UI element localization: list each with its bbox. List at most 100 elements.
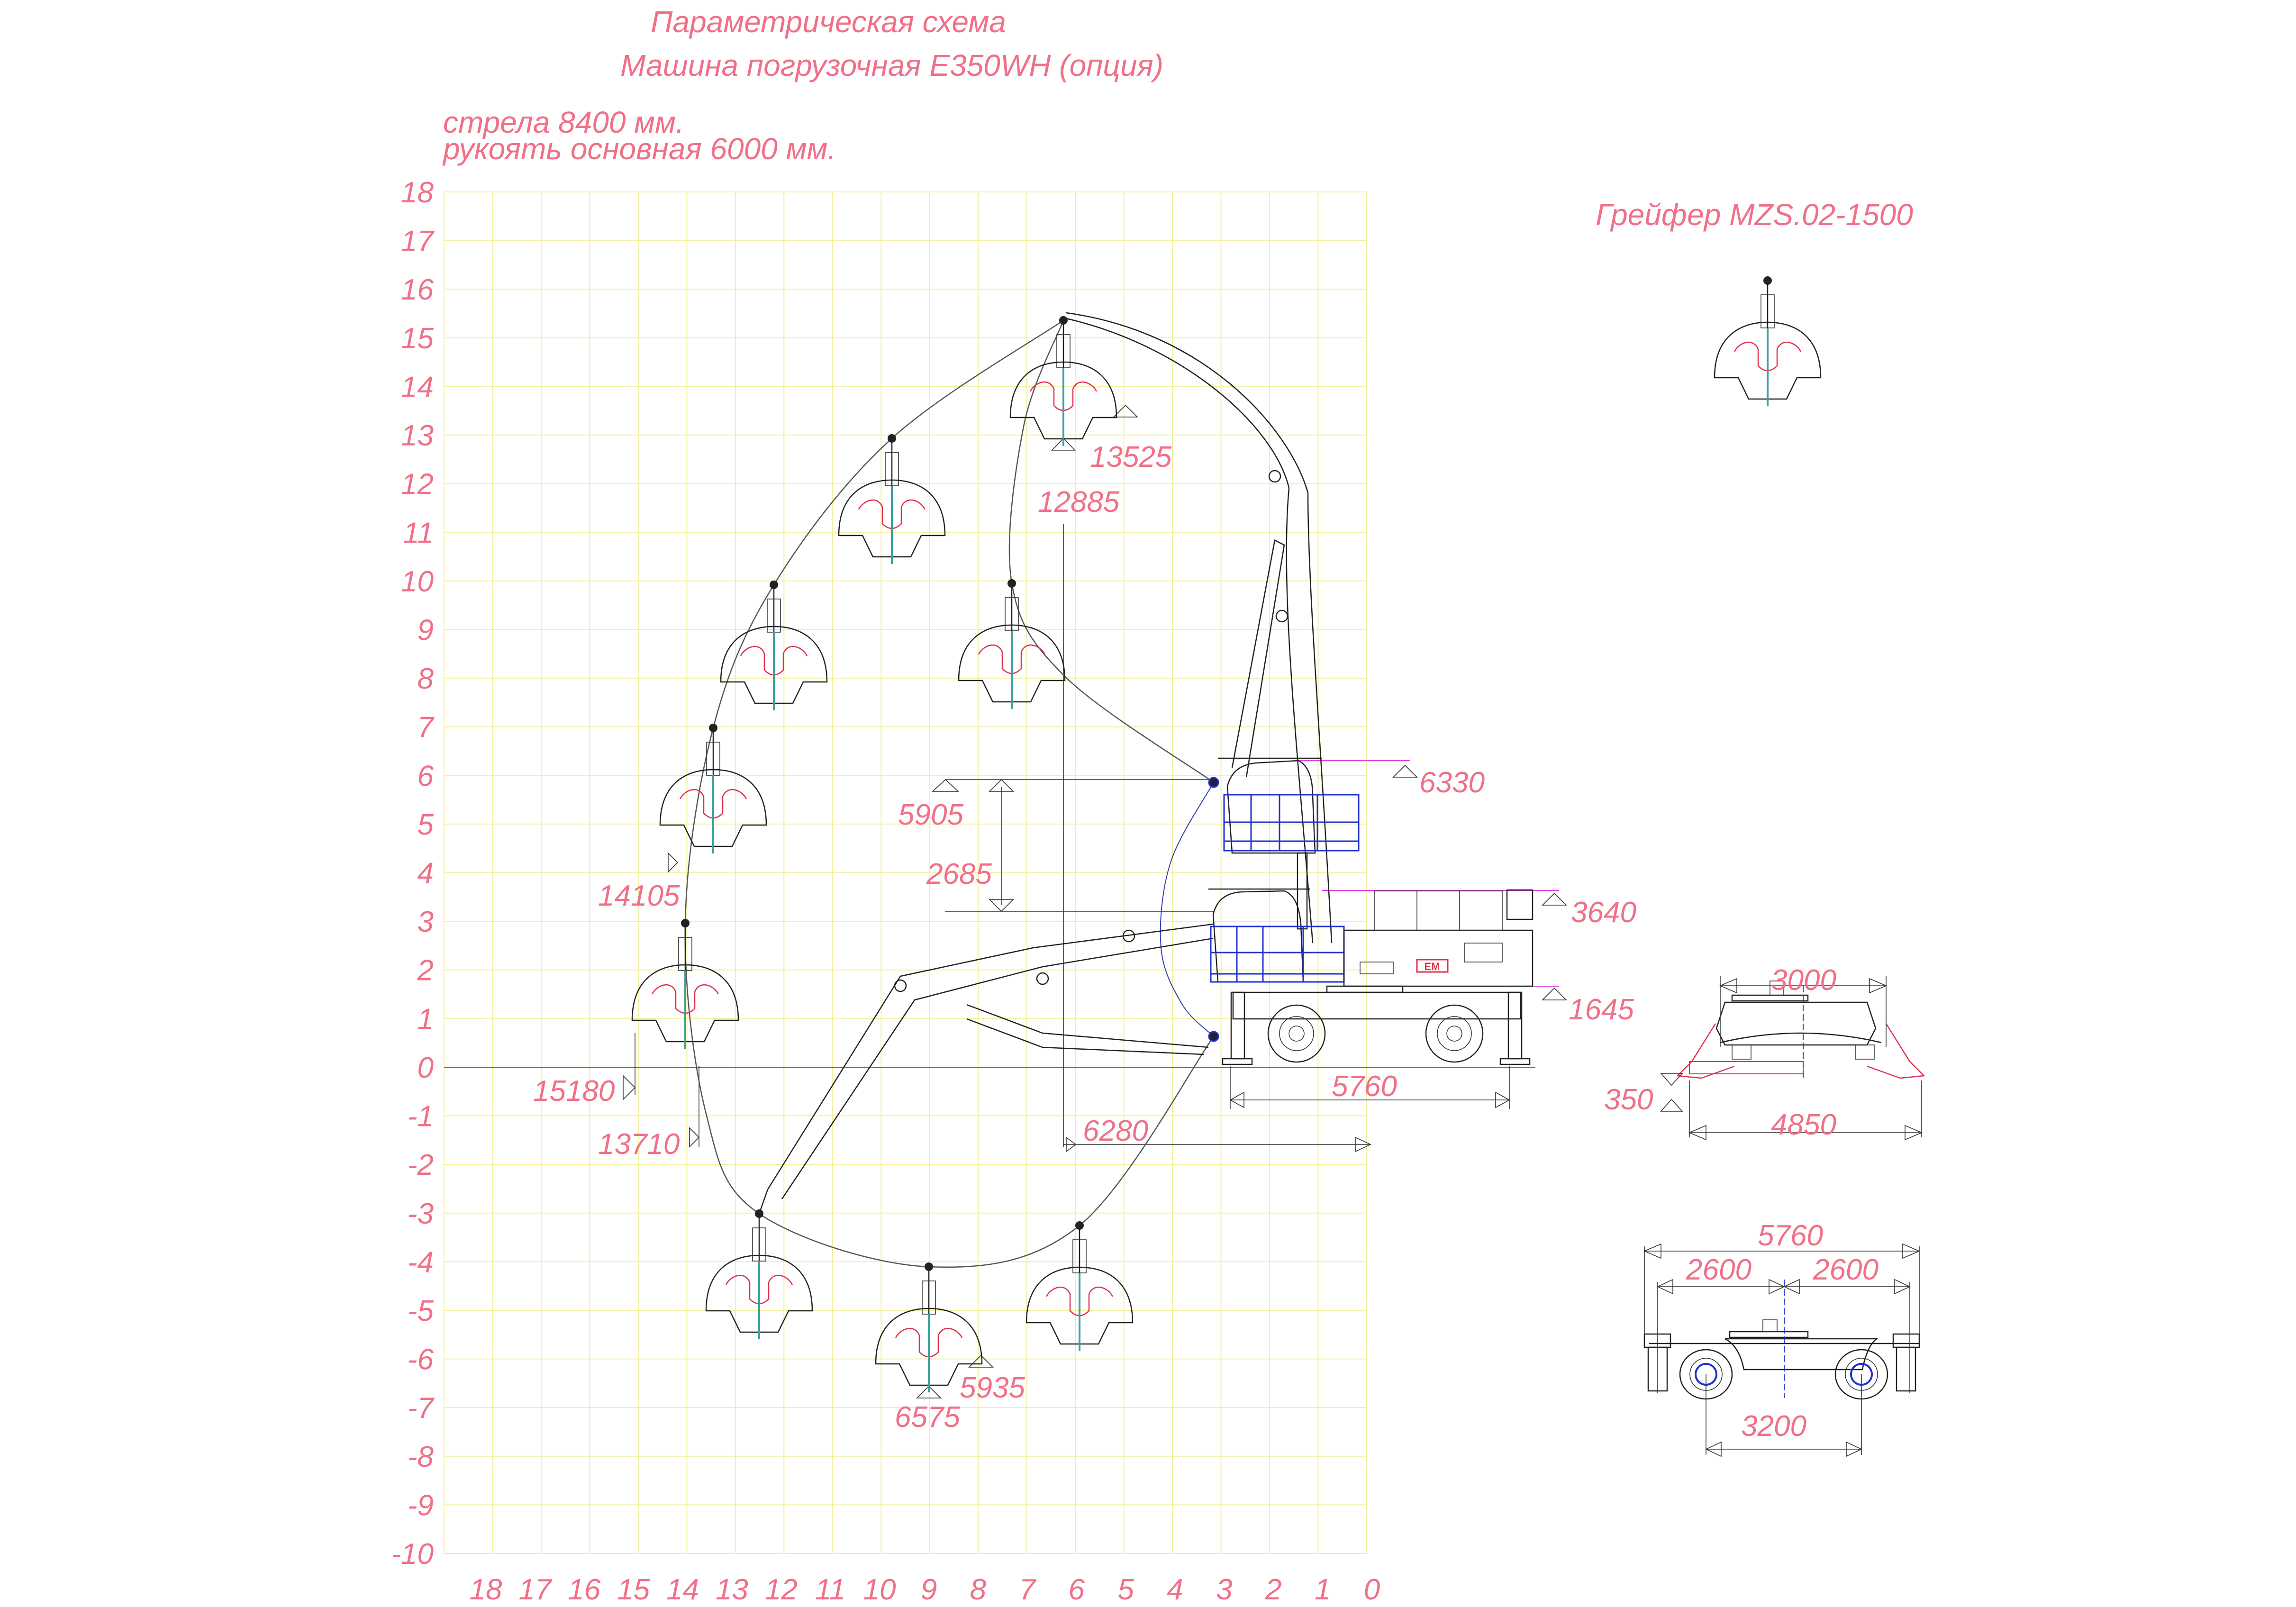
- dim-3000: 3000: [1771, 964, 1836, 997]
- dim-14105: 14105: [598, 880, 680, 912]
- y-axis-label: -6: [408, 1344, 434, 1376]
- dim-4850: 4850: [1771, 1108, 1836, 1141]
- dim-6330: 6330: [1419, 766, 1485, 799]
- y-axis-label: 14: [401, 371, 434, 403]
- outer-working-envelope: [684, 319, 1215, 1268]
- lower-cab: [1212, 890, 1304, 983]
- wheel: [1425, 1004, 1484, 1063]
- grab-icon: [958, 578, 1066, 710]
- y-axis-label: 5: [417, 808, 434, 841]
- handrail: [1374, 890, 1503, 931]
- y-axis-label: 12: [401, 468, 434, 501]
- dim-5760-rear: 5760: [1758, 1219, 1823, 1252]
- x-axis-label: 1: [1315, 1573, 1331, 1606]
- dim-5935: 5935: [960, 1371, 1025, 1404]
- y-axis-label: -7: [408, 1392, 435, 1425]
- turntable: [1326, 985, 1404, 993]
- grab-label: Грейфер MZS.02-1500: [1596, 198, 1913, 232]
- y-axis-label: -9: [408, 1489, 434, 1522]
- y-axis-label: 1: [417, 1003, 434, 1035]
- x-axis-label: 9: [921, 1573, 937, 1606]
- boom-length-note: стрела 8400 мм.: [443, 105, 684, 139]
- x-axis-label: 12: [765, 1573, 798, 1606]
- dim-5760-side: 5760: [1332, 1070, 1397, 1103]
- y-axis-label: 18: [401, 176, 434, 209]
- dim-6575: 6575: [895, 1401, 960, 1434]
- y-axis-label: 8: [417, 663, 434, 695]
- dim-3200: 3200: [1741, 1410, 1806, 1443]
- x-axis-label: 10: [863, 1573, 896, 1606]
- y-axis-label: 4: [417, 857, 434, 890]
- upper-body: [1343, 929, 1534, 987]
- dimension-labels: 13525 12885 6330 5905 2685 14105 3640 16…: [533, 441, 1879, 1443]
- y-axis-label: -3: [408, 1198, 434, 1230]
- x-axis-label: 2: [1265, 1573, 1281, 1606]
- dim-12885: 12885: [1038, 486, 1120, 518]
- dim-2600-left: 2600: [1686, 1253, 1751, 1286]
- x-axis-label: 0: [1364, 1573, 1380, 1606]
- y-axis-label: 16: [401, 273, 434, 306]
- x-axis-label: 18: [470, 1573, 502, 1606]
- x-axis-label: 13: [716, 1573, 748, 1606]
- dim-3640: 3640: [1571, 896, 1636, 929]
- dim-13525: 13525: [1090, 441, 1172, 473]
- counterweight: [1506, 889, 1534, 920]
- y-axis-label: -8: [408, 1441, 434, 1473]
- rear-view: [1643, 1243, 1921, 1457]
- y-axis-label: 7: [417, 711, 435, 744]
- y-axis-label: 2: [417, 954, 434, 987]
- grab-icon: [631, 918, 739, 1050]
- upper-pivot: [1208, 777, 1219, 788]
- y-axis-label: -1: [408, 1100, 434, 1133]
- near-working-envelope: [1160, 782, 1214, 1037]
- y-axis-label: -4: [408, 1246, 434, 1279]
- y-axis-label: 9: [417, 614, 434, 646]
- boom-raised: [1066, 312, 1333, 944]
- x-axis-label: 8: [970, 1573, 987, 1606]
- grab-icon: [659, 723, 767, 854]
- dim-2685: 2685: [926, 858, 992, 890]
- dim-5905: 5905: [898, 799, 963, 831]
- y-axis-label: 13: [401, 419, 434, 452]
- y-axis-label: -2: [408, 1149, 434, 1181]
- x-axis-label: 17: [518, 1573, 552, 1606]
- y-axis-label: 3: [417, 906, 434, 938]
- material-handler: EM: [1208, 757, 1534, 1109]
- grid: [444, 191, 1367, 1554]
- y-axis-label: 6: [417, 760, 434, 792]
- x-axis-label: 15: [617, 1573, 650, 1606]
- y-axis-label: 15: [401, 322, 434, 355]
- grab-detail-icon: [1714, 275, 1822, 407]
- grab-icon: [705, 1208, 813, 1340]
- y-axis-label: 10: [401, 565, 434, 598]
- raised-cab: [1226, 760, 1316, 854]
- dim-13710: 13710: [598, 1128, 680, 1161]
- y-axis-label: 17: [401, 225, 435, 258]
- x-axis-label: 6: [1068, 1573, 1085, 1606]
- grab-positions: [631, 315, 1134, 1393]
- diagram-title: Параметрическая схема: [651, 5, 1006, 39]
- wheel: [1267, 1004, 1326, 1063]
- dim-2600-right: 2600: [1813, 1253, 1879, 1286]
- y-axis-label: 11: [403, 517, 434, 549]
- x-axis-label: 5: [1117, 1573, 1134, 1606]
- grab-icon: [1025, 1220, 1134, 1352]
- x-axis-label: 16: [568, 1573, 600, 1606]
- x-axis-label: 3: [1216, 1573, 1232, 1606]
- lower-pivot: [1208, 1031, 1219, 1042]
- front-view: [1660, 976, 1925, 1141]
- y-axis-label: -5: [408, 1295, 434, 1327]
- grab-icon: [1009, 315, 1117, 447]
- y-axis-label: -10: [391, 1538, 434, 1571]
- grab-icon: [720, 580, 828, 711]
- x-axis-label: 11: [815, 1573, 845, 1606]
- dim-1645: 1645: [1569, 993, 1634, 1026]
- boom-lowered: [758, 923, 1214, 1214]
- grab-icon: [838, 433, 946, 565]
- logo-text: EM: [1425, 961, 1440, 972]
- x-axis-label: 14: [666, 1573, 699, 1606]
- undercarriage: [1232, 991, 1522, 1020]
- arm-length-note: рукоять основная 6000 мм.: [442, 132, 836, 166]
- x-axis-label: 4: [1167, 1573, 1183, 1606]
